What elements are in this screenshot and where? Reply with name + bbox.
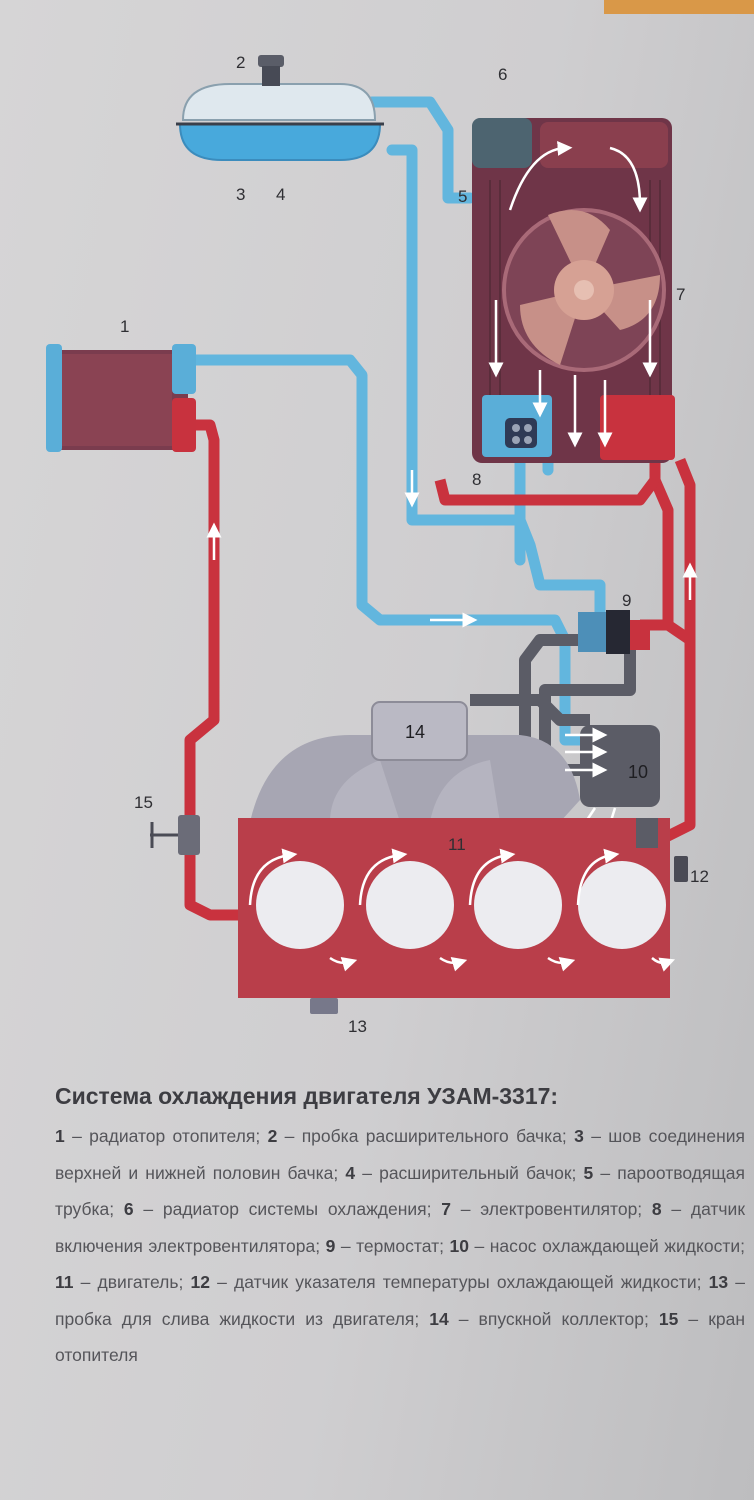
heater-radiator — [46, 344, 196, 452]
cooling-system-diagram: 1 2 3 4 5 6 7 8 9 10 11 12 13 14 15 — [46, 53, 709, 1036]
legend-text: пробка для слива жидкости из двигателя; — [55, 1308, 430, 1329]
legend-text: датчик указателя температуры охлаждающей… — [234, 1272, 709, 1292]
legend-number: 15 — [658, 1308, 679, 1329]
tank-cap — [258, 55, 284, 86]
legend-number: 14 — [429, 1308, 449, 1329]
expansion-tank — [176, 83, 384, 161]
legend-item: 7 – электровентилятор; — [441, 1199, 652, 1219]
page-corner-tab — [604, 0, 754, 14]
legend-number: 6 — [123, 1199, 134, 1219]
legend-number: 9 — [325, 1235, 336, 1256]
legend-item: 13 – пробка для слива жидкости из двигат… — [55, 1272, 745, 1329]
legend-separator: – — [209, 1272, 235, 1292]
legend-item: 8 – датчик включения электровентилятора; — [55, 1199, 745, 1256]
caption-title: Система охлаждения двигателя УЗАМ-3317: — [55, 1083, 559, 1109]
label-5: 5 — [458, 187, 467, 206]
temperature-sensor — [674, 856, 688, 882]
legend-number: 5 — [583, 1162, 594, 1183]
engine-flow-arrows — [248, 848, 676, 972]
legend-separator: – — [728, 1272, 745, 1292]
legend-separator: – — [73, 1272, 98, 1292]
legend-text: насос охлаждающей жидкости; — [489, 1235, 745, 1256]
legend-separator: – — [133, 1199, 163, 1219]
legend-number: 8 — [651, 1199, 662, 1219]
legend-separator: – — [451, 1199, 481, 1219]
flow-arrows — [162, 429, 698, 628]
thermostat — [578, 610, 650, 654]
legend-number: 3 — [574, 1126, 584, 1146]
label-12: 12 — [690, 867, 709, 886]
legend-text: пароотводящая трубка; — [55, 1162, 745, 1220]
legend-number: 13 — [708, 1272, 729, 1292]
label-15: 15 — [134, 793, 153, 812]
electric-fan — [502, 208, 666, 372]
legend-separator: – — [468, 1235, 490, 1256]
legend-text: впускной коллектор; — [478, 1308, 659, 1329]
legend-item: 10 – насос охлаждающей жидкости; — [449, 1236, 745, 1256]
legend-text: кран отопителя — [55, 1308, 745, 1366]
label-8: 8 — [472, 470, 481, 489]
legend-separator: – — [64, 1126, 90, 1146]
legend-text: двигатель; — [97, 1272, 191, 1292]
legend-item: 2 – пробка расширительного бачка; — [268, 1126, 575, 1146]
legend-text: термостат; — [356, 1235, 450, 1256]
legend-number: 7 — [441, 1199, 451, 1219]
label-11: 11 — [448, 835, 466, 854]
label-3: 3 — [236, 185, 245, 204]
drain-plug — [310, 998, 338, 1014]
legend-item: 1 – радиатор отопителя; — [55, 1126, 268, 1146]
label-14: 14 — [405, 722, 425, 742]
legend-text: расширительный бачок; — [379, 1162, 584, 1183]
label-2: 2 — [236, 53, 245, 72]
part-labels: 1 2 3 4 5 6 7 8 9 10 11 12 13 14 15 — [120, 53, 709, 1036]
legend-item: 15 – кран отопителя — [55, 1309, 745, 1366]
intake-manifold — [250, 701, 580, 822]
figure-caption: Система охлаждения двигателя УЗАМ-3317: … — [55, 1083, 745, 1374]
legend-number: 4 — [345, 1162, 356, 1183]
fan-switch-sensor — [505, 418, 537, 448]
legend-separator: – — [448, 1308, 479, 1329]
label-10: 10 — [628, 762, 648, 782]
label-7: 7 — [676, 285, 685, 304]
legend-text: датчик включения электровентилятора; — [55, 1199, 745, 1256]
legend-text: радиатор системы охлаждения; — [162, 1199, 442, 1219]
label-9: 9 — [622, 591, 631, 610]
legend-text: пробка расширительного бачка; — [301, 1126, 575, 1146]
legend-item: 14 – впускной коллектор; — [429, 1309, 659, 1329]
legend-number: 12 — [190, 1272, 210, 1292]
engine-block — [238, 818, 670, 998]
legend-text: радиатор отопителя; — [89, 1126, 268, 1146]
legend-item: 9 – термостат; — [326, 1236, 450, 1256]
label-4: 4 — [276, 185, 285, 204]
caption-body: 1 – радиатор отопителя; 2 – пробка расши… — [55, 1118, 745, 1374]
legend-text: шов соединения верхней и нижней половин … — [55, 1126, 745, 1183]
legend-item: 11 – двигатель; — [55, 1272, 191, 1292]
legend-separator: – — [661, 1199, 691, 1219]
heater-valve — [150, 815, 200, 855]
legend-item: 3 – шов соединения верхней и нижней поло… — [55, 1126, 745, 1183]
legend-separator: – — [335, 1235, 357, 1256]
legend-separator: – — [355, 1162, 380, 1183]
legend-item: 6 – радиатор системы охлаждения; — [124, 1199, 441, 1219]
legend-number: 11 — [55, 1272, 74, 1292]
radiator-flow-arrows — [488, 140, 658, 448]
legend-item: 12 – датчик указателя температуры охлажд… — [191, 1272, 709, 1292]
legend-separator: – — [277, 1126, 302, 1146]
legend-separator: – — [593, 1162, 618, 1183]
legend-number: 2 — [267, 1126, 278, 1146]
legend-separator: – — [678, 1308, 709, 1329]
label-1: 1 — [120, 317, 129, 336]
label-6: 6 — [498, 65, 507, 84]
legend-text: электровентилятор; — [480, 1199, 652, 1219]
legend-separator: – — [583, 1126, 609, 1146]
legend-item: 5 – пароотводящая трубка; — [55, 1163, 745, 1220]
legend-item: 4 – расширительный бачок; — [345, 1163, 583, 1183]
legend-number: 1 — [55, 1126, 65, 1146]
label-13: 13 — [348, 1017, 367, 1036]
legend-number: 10 — [449, 1235, 469, 1256]
